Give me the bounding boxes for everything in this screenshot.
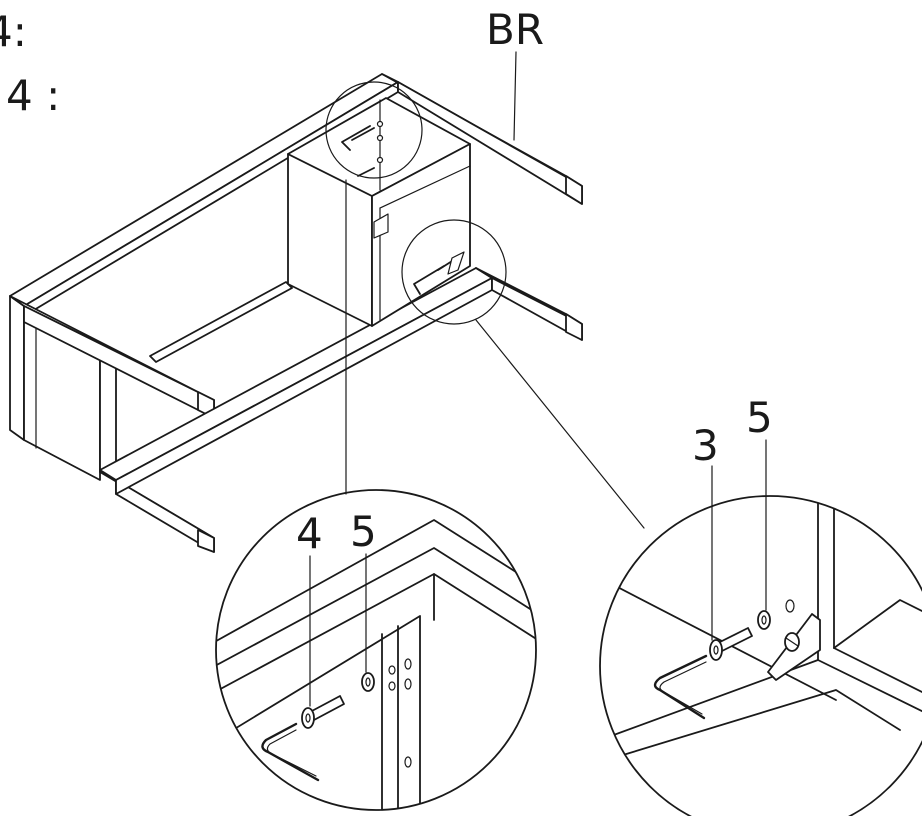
part-number-5-left: 5 (350, 507, 377, 556)
detail-view-left: 4 5 (215, 489, 537, 811)
bolt-icon (709, 627, 753, 661)
bolt-icon (351, 127, 375, 177)
part-number-3-right: 3 (692, 421, 719, 470)
allen-key-icon (653, 654, 708, 720)
part-number-4-left: 4 (296, 509, 323, 558)
step-label-top: 4: (0, 7, 27, 56)
step-label-bottom: 4 : (6, 71, 60, 120)
part-number-5-right: 5 (746, 393, 773, 442)
callout-circle-right (401, 219, 507, 325)
desk-frame (9, 73, 583, 553)
allen-key-icon (413, 251, 465, 295)
allen-key-icon (261, 722, 320, 782)
panel-label-br: BR (486, 5, 544, 54)
callout-circle-top (325, 81, 423, 179)
panel-label-leader (513, 51, 517, 141)
washer-icon (361, 672, 375, 692)
allen-key-icon (341, 125, 371, 151)
washer-icon (757, 610, 771, 630)
detail-view-right: 3 5 (599, 393, 922, 816)
bolt-icon (301, 695, 345, 729)
